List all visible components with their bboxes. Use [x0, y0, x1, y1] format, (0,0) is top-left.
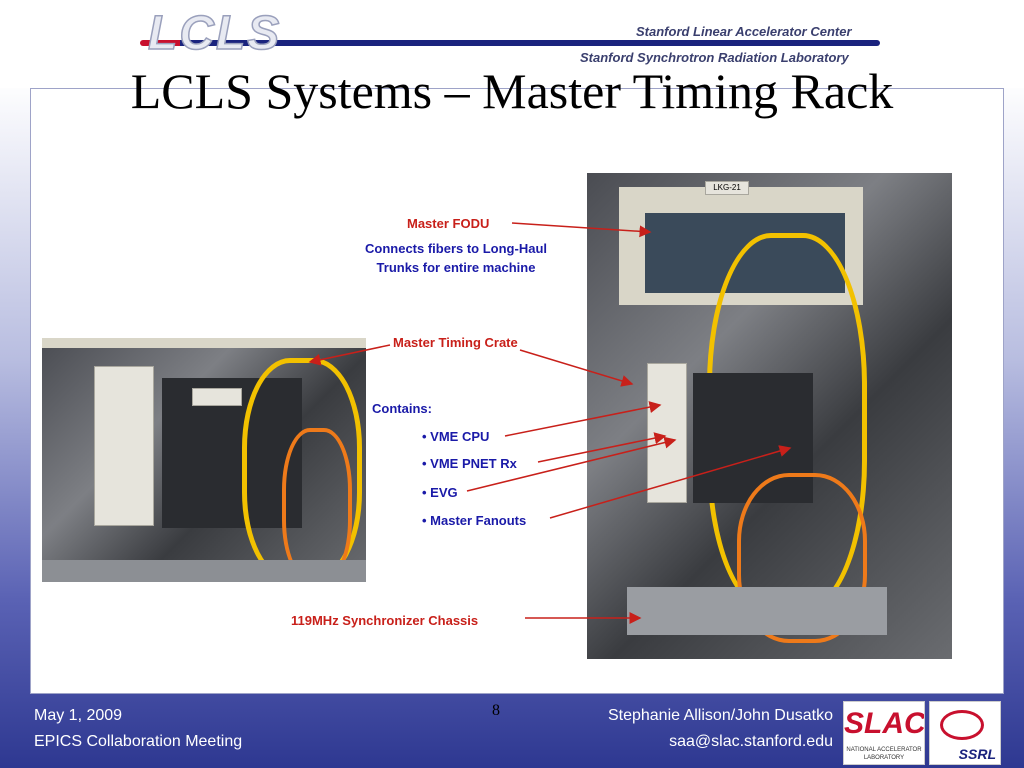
org-name-ssrl: Stanford Synchrotron Radiation Laborator…	[580, 50, 849, 65]
label-item-vme-cpu: • VME CPU	[422, 429, 490, 444]
photo-shelf	[42, 338, 366, 348]
label-fodu-desc-line2: Trunks for entire machine	[376, 260, 536, 275]
photo-lower-chassis	[42, 560, 366, 582]
slac-logo: SLAC NATIONAL ACCELERATOR LABORATORY	[843, 701, 925, 765]
photo-label-tag	[192, 388, 242, 406]
photo-orange-fibers-right	[737, 473, 867, 643]
label-item-vme-pnet-rx: • VME PNET Rx	[422, 456, 517, 471]
slac-logo-subtitle: NATIONAL ACCELERATOR LABORATORY	[846, 747, 922, 761]
footer-event: EPICS Collaboration Meeting	[34, 733, 243, 750]
ssrl-logo-mark: SSRL	[958, 746, 996, 762]
logo-swoosh	[140, 40, 880, 46]
label-item-master-fanouts: • Master Fanouts	[422, 513, 527, 528]
slide-title: LCLS Systems – Master Timing Rack	[130, 63, 894, 119]
timing-rack-photo: LKG-21	[587, 173, 952, 659]
label-contains: Contains:	[372, 401, 432, 416]
photo-orange-fibers	[282, 428, 352, 582]
label-master-timing-crate: Master Timing Crate	[393, 335, 518, 350]
footer-authors: Stephanie Allison/John Dusatko	[607, 707, 833, 724]
photo-vme-card-right	[647, 363, 687, 503]
slac-logo-mark: SLAC	[844, 707, 925, 740]
label-master-fodu: Master FODU	[407, 216, 490, 231]
photo-rack-tag: LKG-21	[705, 181, 749, 195]
ssrl-logo: SSRL	[929, 701, 1001, 765]
label-item-evg: • EVG	[422, 485, 458, 500]
photo-synchronizer-chassis	[627, 587, 887, 635]
footer-email: saa@slac.stanford.edu	[669, 733, 833, 750]
footer-date: May 1, 2009	[34, 707, 123, 724]
label-synchronizer-chassis: 119MHz Synchronizer Chassis	[291, 613, 479, 628]
org-name-slac: Stanford Linear Accelerator Center	[636, 24, 852, 39]
label-fodu-desc-line1: Connects fibers to Long-Haul	[365, 241, 547, 256]
timing-crate-photo	[42, 338, 366, 582]
page-number: 8	[492, 702, 500, 719]
photo-vme-card	[94, 366, 154, 526]
lcls-logo: LCLS	[147, 7, 282, 61]
ssrl-ring-icon	[940, 710, 984, 740]
